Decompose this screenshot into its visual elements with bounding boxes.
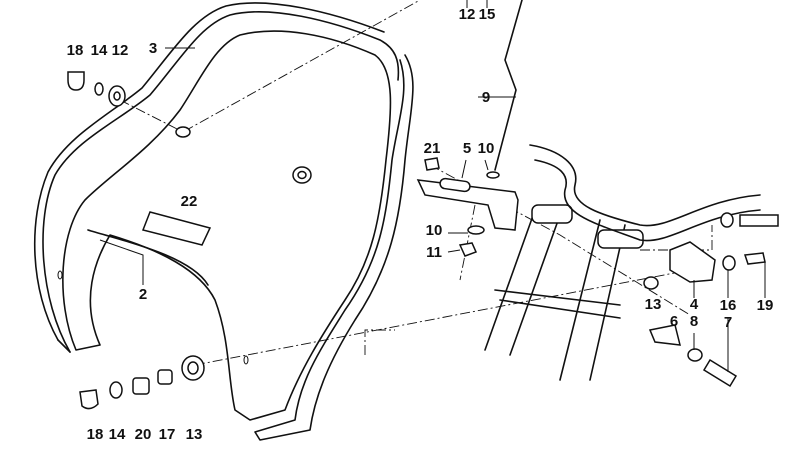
clamp xyxy=(648,324,681,346)
fork-assembly xyxy=(484,144,761,381)
brace-rod xyxy=(494,0,523,171)
callout-9: 9 xyxy=(482,89,490,106)
callout-5: 5 xyxy=(463,140,471,157)
callout-13: 13 xyxy=(645,296,662,313)
callout-12: 12 xyxy=(459,6,476,23)
callout-7: 7 xyxy=(724,314,732,331)
callout-21: 21 xyxy=(424,140,441,157)
callout-6: 6 xyxy=(670,313,678,330)
callout-15: 15 xyxy=(479,6,496,23)
callout-10: 10 xyxy=(478,140,495,157)
callout-18: 18 xyxy=(67,42,84,59)
callout-14: 14 xyxy=(109,426,126,443)
callout-2: 2 xyxy=(139,286,147,303)
callout-20: 20 xyxy=(135,426,152,443)
mounting-bracket xyxy=(416,177,519,231)
callout-22: 22 xyxy=(181,193,198,210)
callout-8: 8 xyxy=(690,313,698,330)
windshield xyxy=(57,30,392,421)
callout-3: 3 xyxy=(149,40,157,57)
callout-13: 13 xyxy=(186,426,203,443)
callout-10: 10 xyxy=(426,222,443,239)
windshield-trim xyxy=(33,2,414,441)
clamp-bracket xyxy=(669,241,716,283)
hardware xyxy=(67,71,779,410)
callout-14: 14 xyxy=(91,42,108,59)
callout-12: 12 xyxy=(112,42,129,59)
callout-18: 18 xyxy=(87,426,104,443)
callout-11: 11 xyxy=(426,244,442,261)
callout-16: 16 xyxy=(720,297,737,314)
callout-4: 4 xyxy=(690,296,699,313)
label-sticker xyxy=(141,211,212,246)
callout-17: 17 xyxy=(159,426,176,443)
callout-19: 19 xyxy=(757,297,774,314)
callout-labels: 18 14 12 3 12 15 9 21 5 10 22 10 11 2 13… xyxy=(67,6,774,443)
